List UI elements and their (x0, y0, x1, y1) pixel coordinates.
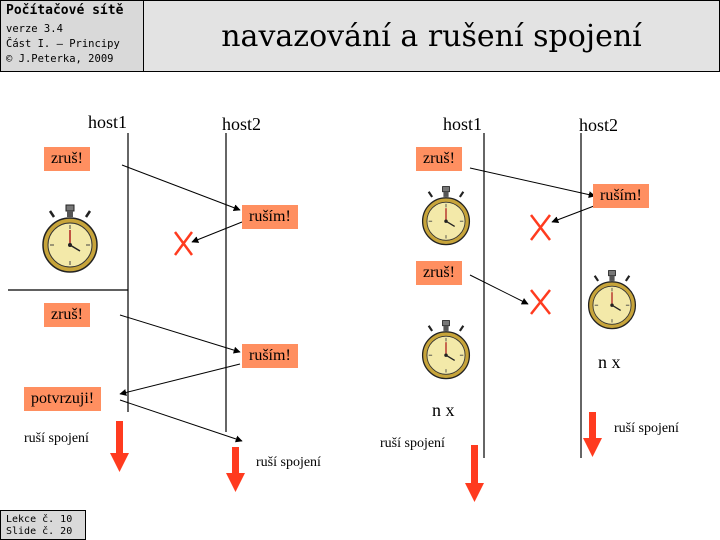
left-host1-cancel-caption: ruší spojení (24, 431, 89, 446)
right-host2-repeat-label: n x (598, 352, 621, 372)
stopwatch-icon (421, 319, 471, 380)
slide-number: Slide č. 20 (6, 526, 73, 537)
left-close-arrow-2 (119, 314, 241, 354)
right-host1-repeat-label: n x (432, 400, 455, 420)
course-info-box: Počítačové sítě verze 3.4 Část I. – Prin… (0, 0, 144, 72)
down-arrow-icon (110, 421, 129, 472)
slide-title: navazování a rušení spojení (144, 0, 720, 72)
lost-message-x-icon (530, 289, 551, 315)
right-host2-label: host2 (579, 115, 619, 135)
right-lost-arrow-1 (551, 205, 595, 224)
right-close-arrow-1 (469, 167, 596, 199)
course-name: Počítačové sítě (6, 3, 124, 18)
left-confirm-arrow (119, 399, 243, 443)
left-close-message-2: zruš! (44, 303, 90, 327)
left-closing-message-2: ruším! (242, 344, 298, 368)
right-close-message-2: zruš! (416, 261, 462, 285)
lost-message-x-icon (173, 231, 194, 256)
left-host2-cancel-caption: ruší spojení (256, 455, 321, 470)
stopwatch-icon (421, 185, 471, 246)
slide-info-box: Lekce č. 10 Slide č. 20 (0, 510, 86, 540)
course-version: verze 3.4 (6, 23, 63, 35)
course-copyright: © J.Peterka, 2009 (6, 53, 114, 65)
left-close-message-1: zruš! (44, 147, 90, 171)
course-part: Část I. – Principy (6, 38, 120, 50)
left-closing-message-1: ruším! (242, 205, 298, 229)
left-lost-arrow (191, 221, 243, 243)
left-host1-label: host1 (88, 112, 128, 132)
right-host1-cancel-caption: ruší spojení (380, 436, 445, 451)
lesson-number: Lekce č. 10 (6, 514, 73, 525)
down-arrow-icon (465, 445, 484, 502)
right-closing-message: ruším! (593, 184, 649, 208)
right-lost-arrow-2 (469, 274, 529, 305)
right-host1-label: host1 (443, 114, 483, 134)
down-arrow-icon (226, 447, 245, 492)
left-host2-label: host2 (222, 114, 262, 134)
left-confirm-message: potvrzuji! (24, 387, 102, 411)
down-arrow-icon (583, 412, 602, 457)
left-close-arrow-1 (121, 164, 241, 212)
lost-message-x-icon (530, 214, 551, 241)
right-host2-cancel-caption: ruší spojení (614, 421, 679, 436)
stopwatch-icon (587, 269, 637, 330)
right-close-message-1: zruš! (416, 147, 462, 171)
stopwatch-icon (41, 203, 99, 274)
left-closing-arrow-2 (119, 363, 241, 396)
